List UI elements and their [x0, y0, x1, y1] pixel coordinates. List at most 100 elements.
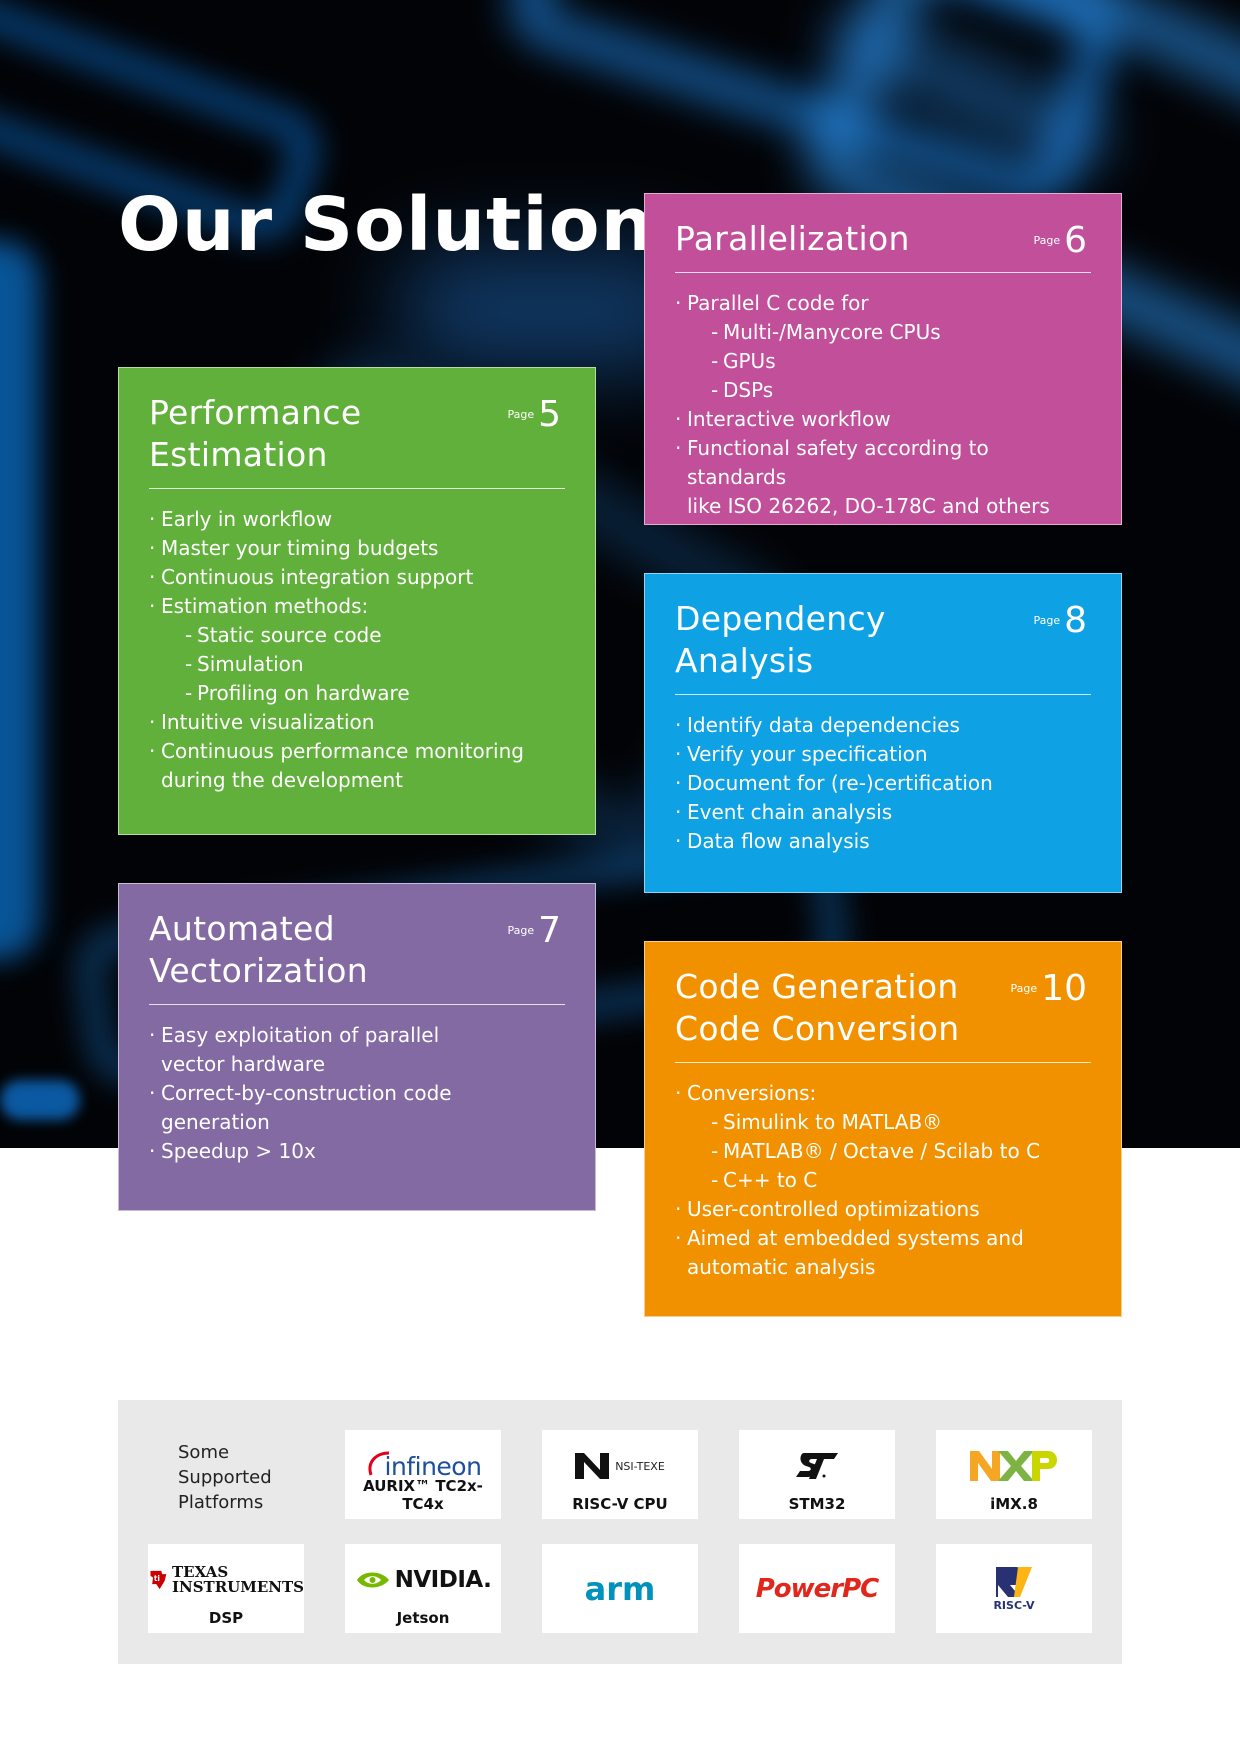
list-subitem: Static source code: [149, 621, 565, 650]
list-item-continuation: during the development: [161, 768, 403, 792]
page-title: Our Solutions: [118, 182, 700, 268]
page-number: 5: [538, 394, 561, 435]
list-item: Parallel C code for: [675, 289, 1091, 318]
list-item: Functional safety according to standards: [675, 434, 1091, 492]
nsi-texe-logo-icon: NSI-TEXE: [542, 1444, 698, 1488]
card-title-line: Vectorization: [149, 951, 368, 990]
list-subitem: GPUs: [675, 347, 1091, 376]
list-item: Estimation methods:: [149, 592, 565, 621]
platform-caption: DSP: [208, 1609, 244, 1627]
list-item: User-controlled optimizations: [675, 1195, 1091, 1224]
platform-caption: AURIX™ TC2x-TC4x: [363, 1477, 483, 1513]
supported-platforms-panel: Some Supported Platforms infineon AURIX™…: [118, 1400, 1122, 1664]
list-item: Verify your specification: [675, 740, 1091, 769]
list-item: Aimed at embedded systems and: [675, 1224, 1091, 1253]
card-title: Performance Estimation: [149, 392, 485, 476]
list-item: Continuous performance monitoring: [149, 737, 565, 766]
divider: [149, 1004, 565, 1005]
list-item-continuation: automatic analysis: [687, 1255, 876, 1279]
list-item: Interactive workflow: [675, 405, 1091, 434]
risc-v-logo-icon: RISC-V: [936, 1544, 1092, 1633]
logo-text: TEXAS INSTRUMENTS: [171, 1563, 304, 1596]
powerpc-logo-icon: PowerPC: [739, 1544, 895, 1633]
divider: [675, 272, 1091, 273]
feature-list: Easy exploitation of parallel vector har…: [149, 1021, 565, 1166]
logo-text: NVIDIA.: [394, 1567, 492, 1593]
card-title-line: Parallelization: [675, 219, 910, 258]
list-item: Easy exploitation of parallel: [149, 1021, 565, 1050]
page-number: 6: [1064, 220, 1087, 261]
logo-text: infineon: [384, 1451, 482, 1481]
platform-tile-powerpc[interactable]: PowerPC: [739, 1544, 895, 1633]
logo-text: NSI-TEXE: [615, 1459, 665, 1473]
feature-list: Identify data dependencies Verify your s…: [675, 711, 1091, 856]
list-item: Continuous integration support: [149, 563, 565, 592]
page-number: 7: [538, 910, 561, 951]
list-item: Master your timing budgets: [149, 534, 565, 563]
platform-tile-nxp[interactable]: iMX.8: [936, 1430, 1092, 1519]
list-item-continuation: vector hardware: [161, 1052, 325, 1076]
list-item: Document for (re-)certification: [675, 769, 1091, 798]
platform-caption: Jetson: [396, 1609, 450, 1627]
platform-tile-nvidia[interactable]: NVIDIA. Jetson: [345, 1544, 501, 1633]
nvidia-logo-icon: NVIDIA.: [345, 1558, 501, 1602]
page-label: Page: [507, 924, 535, 937]
card-title: Parallelization: [675, 218, 1011, 260]
list-item: Data flow analysis: [675, 827, 1091, 856]
card-title-line: Code Generation: [675, 967, 959, 1006]
platform-tile-nsi-texe[interactable]: NSI-TEXE RISC-V CPU: [542, 1430, 698, 1519]
platform-tile-arm[interactable]: arm: [542, 1544, 698, 1633]
list-subitem: MATLAB® / Octave / Scilab to C: [675, 1137, 1091, 1166]
platform-tile-texas-instruments[interactable]: ti TEXAS INSTRUMENTS DSP: [148, 1544, 304, 1633]
divider: [675, 1062, 1091, 1063]
card-title-line: Code Conversion: [675, 1009, 960, 1048]
platform-caption: STM32: [788, 1495, 846, 1513]
list-item: Speedup > 10x: [149, 1137, 565, 1166]
feature-list: Parallel C code for Multi-/Manycore CPUs…: [675, 289, 1091, 521]
list-item: Event chain analysis: [675, 798, 1091, 827]
list-subitem: Multi-/Manycore CPUs: [675, 318, 1091, 347]
divider: [675, 694, 1091, 695]
logo-text: arm: [584, 1569, 656, 1608]
platform-tile-st[interactable]: STM32: [739, 1430, 895, 1519]
nxp-logo-icon: [936, 1444, 1092, 1488]
st-logo-icon: [739, 1444, 895, 1488]
card-title-line: Dependency: [675, 599, 886, 638]
card-title: Automated Vectorization: [149, 908, 485, 992]
list-item: Early in workflow: [149, 505, 565, 534]
platform-tile-infineon[interactable]: infineon AURIX™ TC2x-TC4x: [345, 1430, 501, 1519]
list-subitem: Profiling on hardware: [149, 679, 565, 708]
list-item: Intuitive visualization: [149, 708, 565, 737]
platforms-label: Some Supported Platforms: [178, 1442, 272, 1513]
list-subitem: C++ to C: [675, 1166, 1091, 1195]
logo-text: PowerPC: [755, 1573, 880, 1604]
list-item: Identify data dependencies: [675, 711, 1091, 740]
platform-tile-risc-v[interactable]: RISC-V: [936, 1544, 1092, 1633]
card-title-line: Estimation: [149, 435, 328, 474]
page-label: Page: [1033, 614, 1061, 627]
card-title: Dependency Analysis: [675, 598, 1011, 682]
feature-list: Early in workflow Master your timing bud…: [149, 505, 565, 795]
list-subitem: Simulation: [149, 650, 565, 679]
card-title-line: Performance: [149, 393, 362, 432]
divider: [149, 488, 565, 489]
page-label: Page: [1033, 234, 1061, 247]
page-label: Page: [1010, 982, 1038, 995]
list-item: Correct-by-construction code: [149, 1079, 565, 1108]
page-number: 10: [1041, 968, 1087, 1009]
page-label: Page: [507, 408, 535, 421]
page-number: 8: [1064, 600, 1087, 641]
list-item: Conversions:: [675, 1079, 1091, 1108]
